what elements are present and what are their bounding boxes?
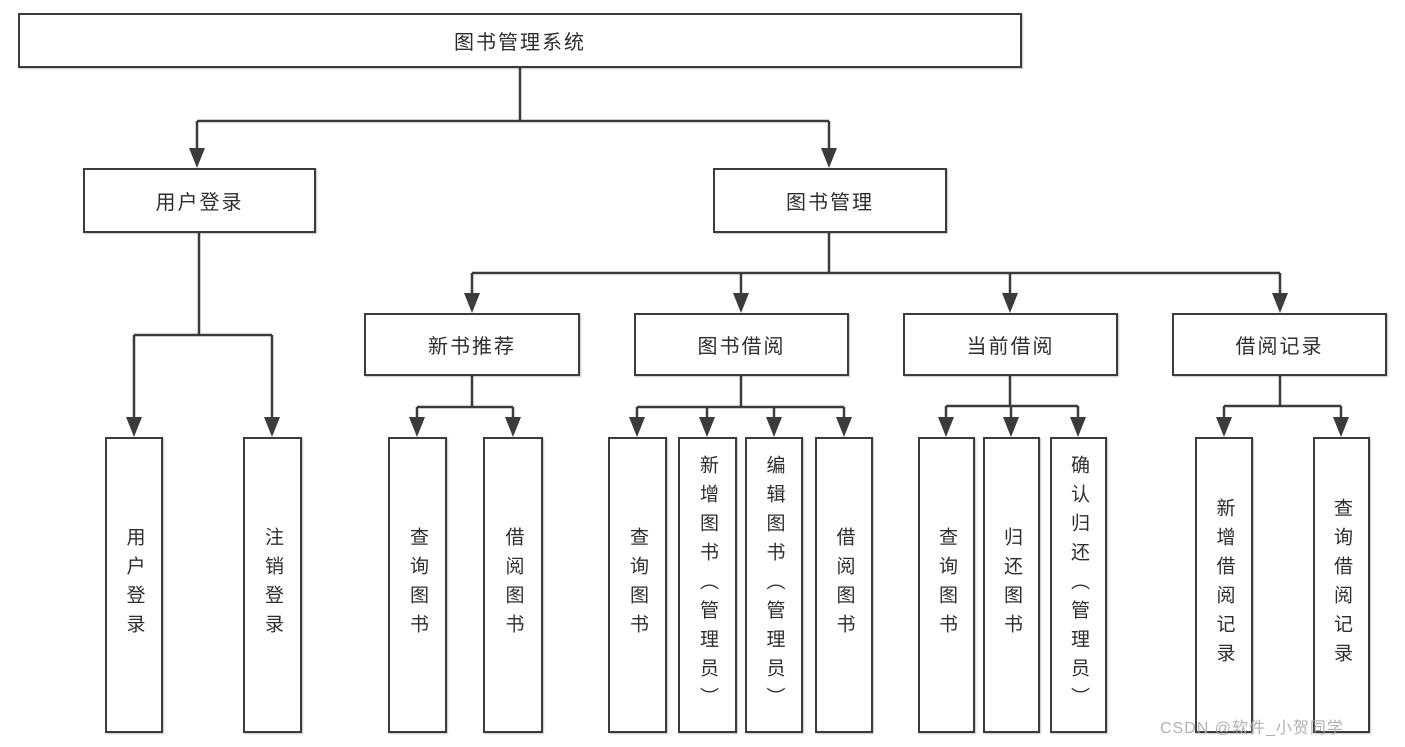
leaf-current-return-books-label: 归还图书	[1001, 527, 1022, 643]
leaf-borrow-edit-books-admin: 编辑图书（管理员）	[745, 437, 803, 733]
leaf-borrow-borrow-books-label: 借阅图书	[833, 527, 855, 643]
arrowhead-icon	[189, 148, 205, 168]
node-borrow-records: 借阅记录	[1172, 313, 1387, 376]
leaf-recommend-query-books-label: 查询图书	[407, 527, 428, 643]
leaf-records-query-record-label: 查询借阅记录	[1331, 498, 1352, 672]
arrowhead-icon	[733, 293, 749, 313]
node-borrow-records-label: 借阅记录	[1235, 336, 1324, 358]
leaf-current-query-books: 查询图书	[918, 437, 975, 733]
leaf-user-login: 用户登录	[105, 437, 163, 733]
leaf-borrow-query-books: 查询图书	[608, 437, 667, 733]
leaf-records-add-record: 新增借阅记录	[1195, 437, 1253, 733]
leaf-recommend-borrow-books: 借阅图书	[483, 437, 543, 733]
leaf-current-return-books: 归还图书	[983, 437, 1040, 733]
node-book-management: 图书管理	[713, 168, 947, 233]
arrowhead-icon	[629, 417, 645, 437]
node-current-borrow-label: 当前借阅	[966, 336, 1055, 358]
arrowhead-icon	[1333, 417, 1349, 437]
node-user-login: 用户登录	[83, 168, 316, 233]
leaf-logout: 注销登录	[243, 437, 302, 733]
leaf-borrow-add-books-admin-label: 新增图书（管理员）	[697, 454, 718, 716]
arrowhead-icon	[836, 417, 852, 437]
node-book-borrow-label: 图书借阅	[697, 336, 786, 358]
node-user-login-label: 用户登录	[155, 192, 244, 214]
node-new-book-recommend-label: 新书推荐	[428, 336, 516, 358]
arrowhead-icon	[821, 148, 837, 168]
arrowhead-icon	[766, 417, 782, 437]
arrowhead-icon	[1272, 293, 1288, 313]
arrowhead-icon	[1070, 417, 1086, 437]
node-root: 图书管理系统	[18, 13, 1022, 68]
arrowheads	[126, 148, 1349, 437]
connector-user-login-to-leaves	[132, 233, 274, 422]
connector-current-to-leaves	[944, 376, 1080, 422]
connector-recommend-to-leaves	[415, 376, 515, 422]
arrowhead-icon	[264, 417, 280, 437]
arrowhead-icon	[1002, 293, 1018, 313]
leaf-borrow-query-books-label: 查询图书	[627, 527, 648, 643]
leaf-borrow-edit-books-admin-label: 编辑图书（管理员）	[763, 454, 785, 716]
arrowhead-icon	[1003, 417, 1019, 437]
arrowhead-icon	[505, 417, 521, 437]
arrowhead-icon	[409, 417, 425, 437]
csdn-watermark: CSDN @软件_小贺同学	[1160, 720, 1344, 737]
arrowhead-icon	[699, 417, 715, 437]
arrowhead-icon	[938, 417, 954, 437]
connector-borrow-to-leaves	[635, 376, 846, 422]
arrowhead-icon	[464, 293, 480, 313]
node-book-management-label: 图书管理	[786, 192, 874, 214]
leaf-logout-label: 注销登录	[262, 527, 283, 643]
node-current-borrow: 当前借阅	[903, 313, 1118, 376]
leaf-borrow-borrow-books: 借阅图书	[815, 437, 873, 733]
arrowhead-icon	[126, 417, 142, 437]
leaf-records-add-record-label: 新增借阅记录	[1213, 498, 1235, 672]
node-new-book-recommend: 新书推荐	[364, 313, 580, 376]
leaf-records-query-record: 查询借阅记录	[1313, 437, 1370, 733]
connector-root-to-level2	[195, 68, 831, 154]
leaf-current-confirm-return-admin-label: 确认归还（管理员）	[1068, 454, 1089, 716]
leaf-current-query-books-label: 查询图书	[936, 527, 957, 643]
connector-book-mgmt-to-level3	[470, 233, 1282, 299]
connector-records-to-leaves	[1222, 376, 1343, 422]
leaf-user-login-label: 用户登录	[123, 527, 145, 643]
leaf-current-confirm-return-admin: 确认归还（管理员）	[1050, 437, 1107, 733]
leaf-borrow-add-books-admin: 新增图书（管理员）	[678, 437, 737, 733]
leaf-recommend-query-books: 查询图书	[388, 437, 447, 733]
node-root-label: 图书管理系统	[454, 32, 586, 54]
arrowhead-icon	[1216, 417, 1232, 437]
node-book-borrow: 图书借阅	[634, 313, 849, 376]
leaf-recommend-borrow-books-label: 借阅图书	[502, 527, 524, 643]
